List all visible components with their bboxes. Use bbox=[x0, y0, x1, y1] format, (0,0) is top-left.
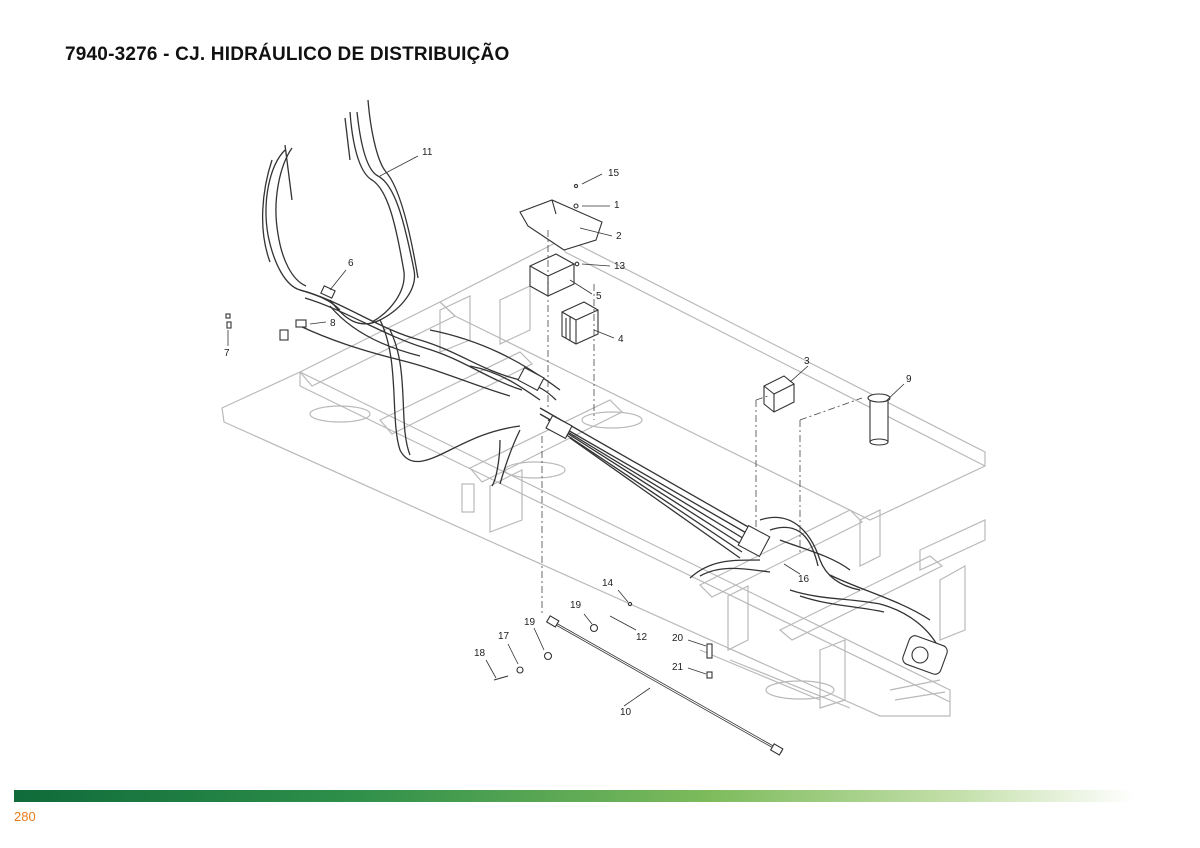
callout-21: 21 bbox=[672, 662, 684, 673]
callout-8: 8 bbox=[330, 318, 336, 329]
callout-13: 13 bbox=[614, 261, 626, 272]
leader-lines bbox=[227, 155, 905, 707]
callout-2: 2 bbox=[616, 231, 622, 242]
callout-4: 4 bbox=[618, 334, 624, 345]
alignment-lines bbox=[541, 230, 863, 614]
callout-12: 12 bbox=[636, 632, 648, 643]
callout-16: 16 bbox=[798, 574, 810, 585]
callout-1: 1 bbox=[614, 200, 620, 211]
callout-18: 18 bbox=[474, 648, 486, 659]
callout-labels: 11 15 1 2 13 5 4 6 8 7 3 9 16 14 19 12 1… bbox=[224, 147, 912, 718]
callout-19-upper: 19 bbox=[570, 600, 582, 611]
footer-gradient-bar bbox=[14, 790, 1134, 802]
page-title: 7940-3276 - CJ. HIDRÁULICO DE DISTRIBUIÇ… bbox=[65, 44, 510, 65]
callout-6: 6 bbox=[348, 258, 354, 269]
callout-15: 15 bbox=[608, 168, 620, 179]
callout-19-lower: 19 bbox=[524, 617, 536, 628]
callout-20: 20 bbox=[672, 633, 684, 644]
hose-bundle bbox=[261, 99, 941, 651]
callout-17: 17 bbox=[498, 631, 510, 642]
callout-3: 3 bbox=[804, 356, 810, 367]
callout-10: 10 bbox=[620, 707, 632, 718]
chassis-frame bbox=[221, 237, 986, 717]
page-number: 280 bbox=[14, 809, 36, 824]
callout-11: 11 bbox=[422, 147, 433, 158]
callout-14: 14 bbox=[602, 578, 614, 589]
callout-7: 7 bbox=[224, 348, 230, 359]
callout-9: 9 bbox=[906, 374, 912, 385]
callout-5: 5 bbox=[596, 291, 602, 302]
hydraulic-components bbox=[225, 183, 948, 756]
